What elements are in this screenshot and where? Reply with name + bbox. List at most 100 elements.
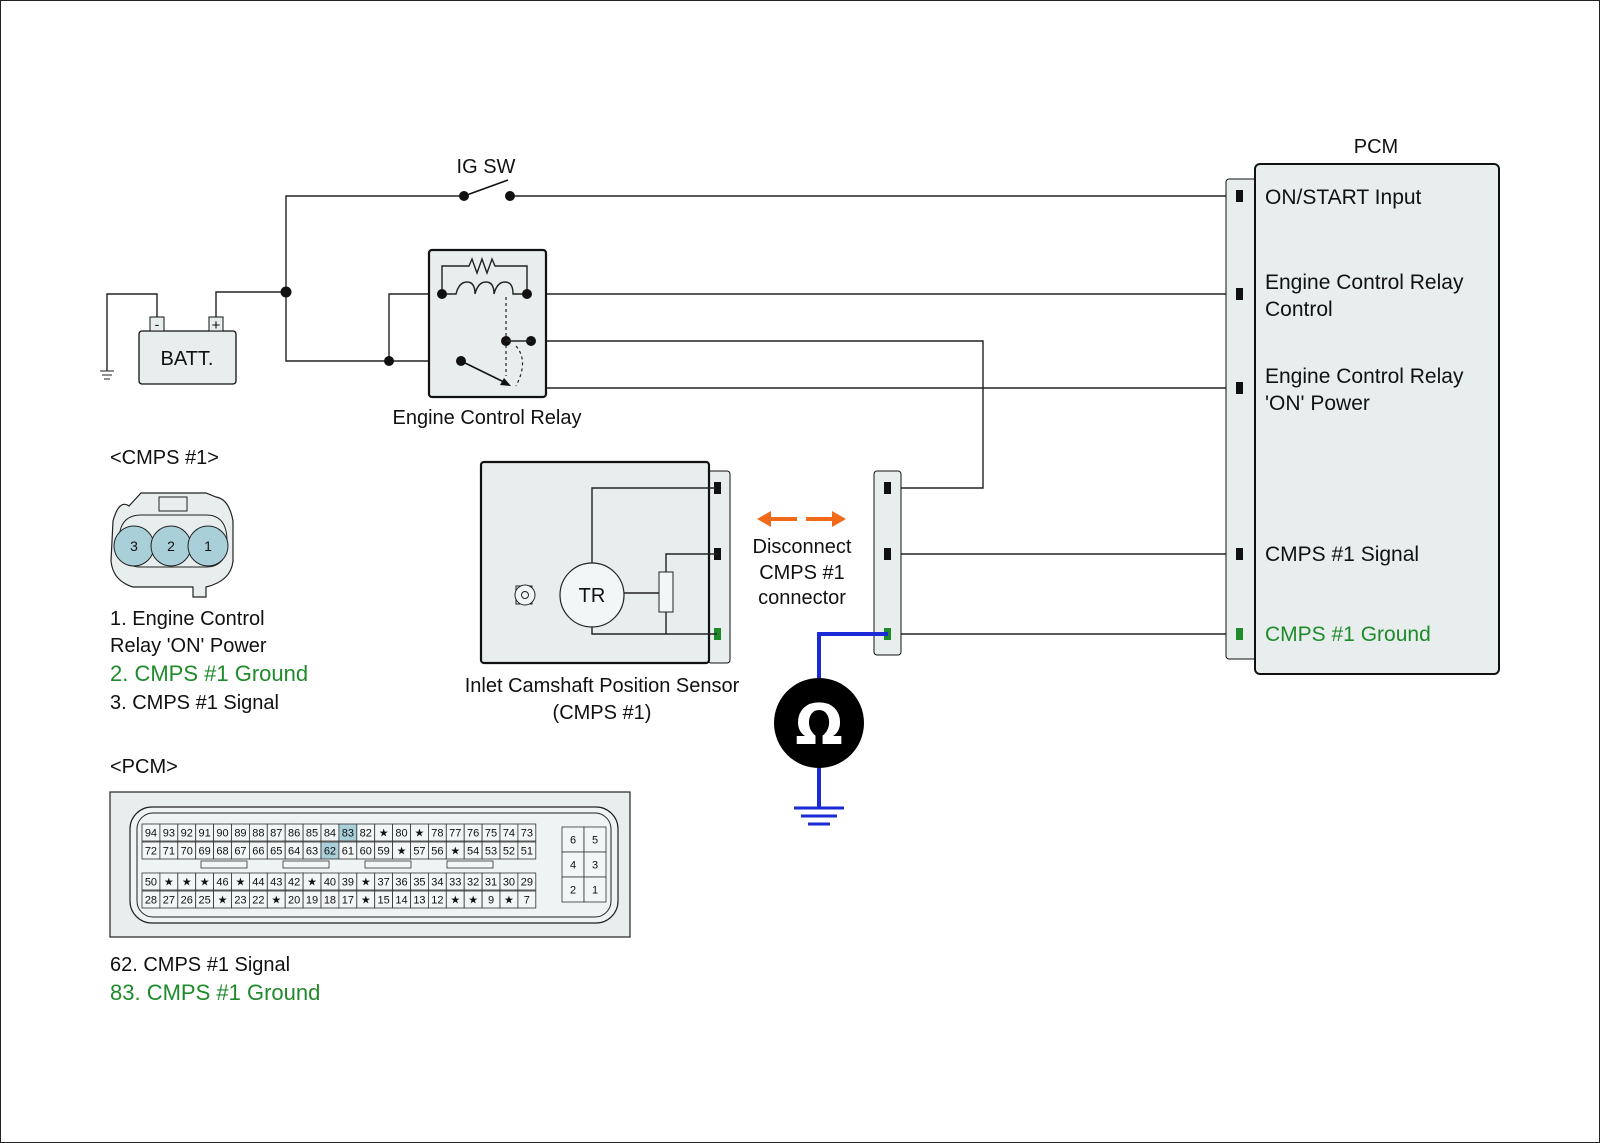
pcm-pin-label: 3 [592, 860, 598, 872]
pcm-key-slot [282, 860, 330, 869]
cmps-pin-2-label: 2 [167, 538, 175, 554]
pcm-pin-label: 51 [521, 846, 533, 858]
pcm-pin-label: 7 [524, 895, 530, 907]
pcm-pin-label: ★ [397, 846, 407, 858]
pcm-pin-cell: 82 [356, 823, 376, 842]
pcm-pin-label: 6 [570, 835, 576, 847]
pcm-terminal-relay-control-line2: Control [1265, 298, 1333, 321]
pcm-pin-cell: 66 [248, 841, 268, 860]
pcm-pin [1236, 288, 1243, 300]
pcm-pin-label: 20 [288, 895, 300, 907]
pcm-pin-cell: 4 [561, 851, 585, 878]
pcm-pin-label: 37 [378, 877, 390, 889]
pcm-pin-label: 76 [467, 828, 479, 840]
pcm-pin-cell: 57 [410, 841, 429, 860]
pcm-pin-cell: 92 [177, 823, 197, 842]
cmps-legend-line: 2. CMPS #1 Ground [110, 661, 308, 686]
pcm-pin-cell: 68 [213, 841, 232, 860]
pcm-pin-cell: ★ [356, 872, 376, 891]
pcm-pin-label: 22 [252, 895, 264, 907]
cmps-legend-line: 3. CMPS #1 Signal [110, 692, 279, 714]
pcm-pin-label: 15 [378, 895, 390, 907]
pcm-pin-cell: 91 [195, 823, 214, 842]
pcm-connector-strip [1225, 178, 1259, 660]
wire-relay-feed [285, 292, 389, 362]
pcm-pin-label: 53 [485, 846, 497, 858]
pcm-pin-cell: ★ [266, 890, 286, 909]
pcm-pin-cell: 89 [231, 823, 250, 842]
pcm-pin-label: 91 [199, 828, 211, 840]
pcm-pin-label: 26 [181, 895, 193, 907]
engine-control-relay: Engine Control Relay [384, 248, 582, 429]
pcm-pin-label: 84 [324, 828, 336, 840]
wire-battery-negative [106, 293, 158, 371]
pcm-pin-label: 60 [360, 846, 372, 858]
pcm-pin-label: 36 [395, 877, 407, 889]
pcm-pin-cell: 74 [499, 823, 519, 842]
ig-switch: IG SW [457, 156, 516, 201]
pcm-pin-cell: 73 [517, 823, 537, 842]
pcm-pin-cell: 72 [141, 841, 161, 860]
pcm-pin [1236, 382, 1243, 394]
pcm-pin-label: ★ [450, 895, 460, 907]
pcm-pin-label: 77 [449, 828, 461, 840]
pcm-pin-label: 71 [163, 846, 175, 858]
pcm-pin-label: 29 [521, 877, 533, 889]
sensor-pickup-icon [514, 584, 536, 606]
cmps-harness-connector [873, 470, 902, 656]
pcm-pin-label: ★ [361, 877, 371, 889]
pcm-pin-cell: 40 [320, 872, 340, 891]
pcm-pin-cell: 86 [284, 823, 304, 842]
wire-battery-positive [215, 291, 286, 323]
pcm-pin-label: 5 [592, 835, 598, 847]
pcm-pin-ground [1236, 628, 1243, 640]
pcm-pin-label: 1 [592, 885, 598, 897]
pcm-pin-cell: 50 [141, 872, 161, 891]
pcm-pin-label: 72 [145, 846, 157, 858]
pcm-pin-cell: 52 [499, 841, 519, 860]
pcm-pin-cell: ★ [213, 890, 232, 909]
pcm-pin-cell: ★ [463, 890, 483, 909]
pcm-terminal-cmps-signal: CMPS #1 Signal [1265, 543, 1419, 566]
pcm-pin-label: 17 [342, 895, 354, 907]
cmps-pin-1 [187, 525, 229, 567]
pcm-pin-label: 33 [449, 877, 461, 889]
pcm-pin-cell: 25 [195, 890, 214, 909]
pcm-pin-cell: 36 [392, 872, 411, 891]
pcm-pin-cell: ★ [356, 890, 376, 909]
pcm-pin-label: ★ [468, 895, 478, 907]
pcm-pin-label: 2 [570, 885, 576, 897]
pcm-pin-label: ★ [415, 828, 425, 840]
pcm-pin-cell: 14 [392, 890, 411, 909]
pcm-pin-label: 19 [306, 895, 318, 907]
harness-connector-body [873, 470, 902, 656]
pcm-pin-label: 67 [234, 846, 246, 858]
pcm-pin-label: ★ [182, 877, 192, 889]
pcm-pin-cell: 9 [481, 890, 501, 909]
pcm-pin-label: 52 [503, 846, 515, 858]
sensor-resistor-icon [658, 571, 674, 613]
pcm-pin-label: 13 [413, 895, 425, 907]
pcm-pin-label: 68 [216, 846, 228, 858]
pcm-pin-cell: 3 [583, 851, 607, 878]
battery-pos-sign: + [212, 317, 221, 334]
pcm-pin-label: 39 [342, 877, 354, 889]
pcm-pin-cell: 56 [427, 841, 447, 860]
meter-lead-positive [817, 632, 888, 681]
pcm-pin-cell: ★ [445, 841, 465, 860]
pcm-pin-cell: 28 [141, 890, 161, 909]
pcm-pin-cell: 29 [517, 872, 537, 891]
pcm-pin-cell: 94 [141, 823, 161, 842]
pcm-pin-cell: 53 [481, 841, 501, 860]
sensor-tr-label: TR [579, 585, 606, 607]
pcm-pin-label: ★ [271, 895, 281, 907]
pcm-pin-cell: ★ [374, 823, 394, 842]
pcm-pin-label: 74 [503, 828, 515, 840]
junction-dot [280, 286, 292, 298]
pcm-pin-cell: 93 [159, 823, 179, 842]
pcm-pin-label: 14 [395, 895, 407, 907]
battery-body [138, 330, 237, 385]
